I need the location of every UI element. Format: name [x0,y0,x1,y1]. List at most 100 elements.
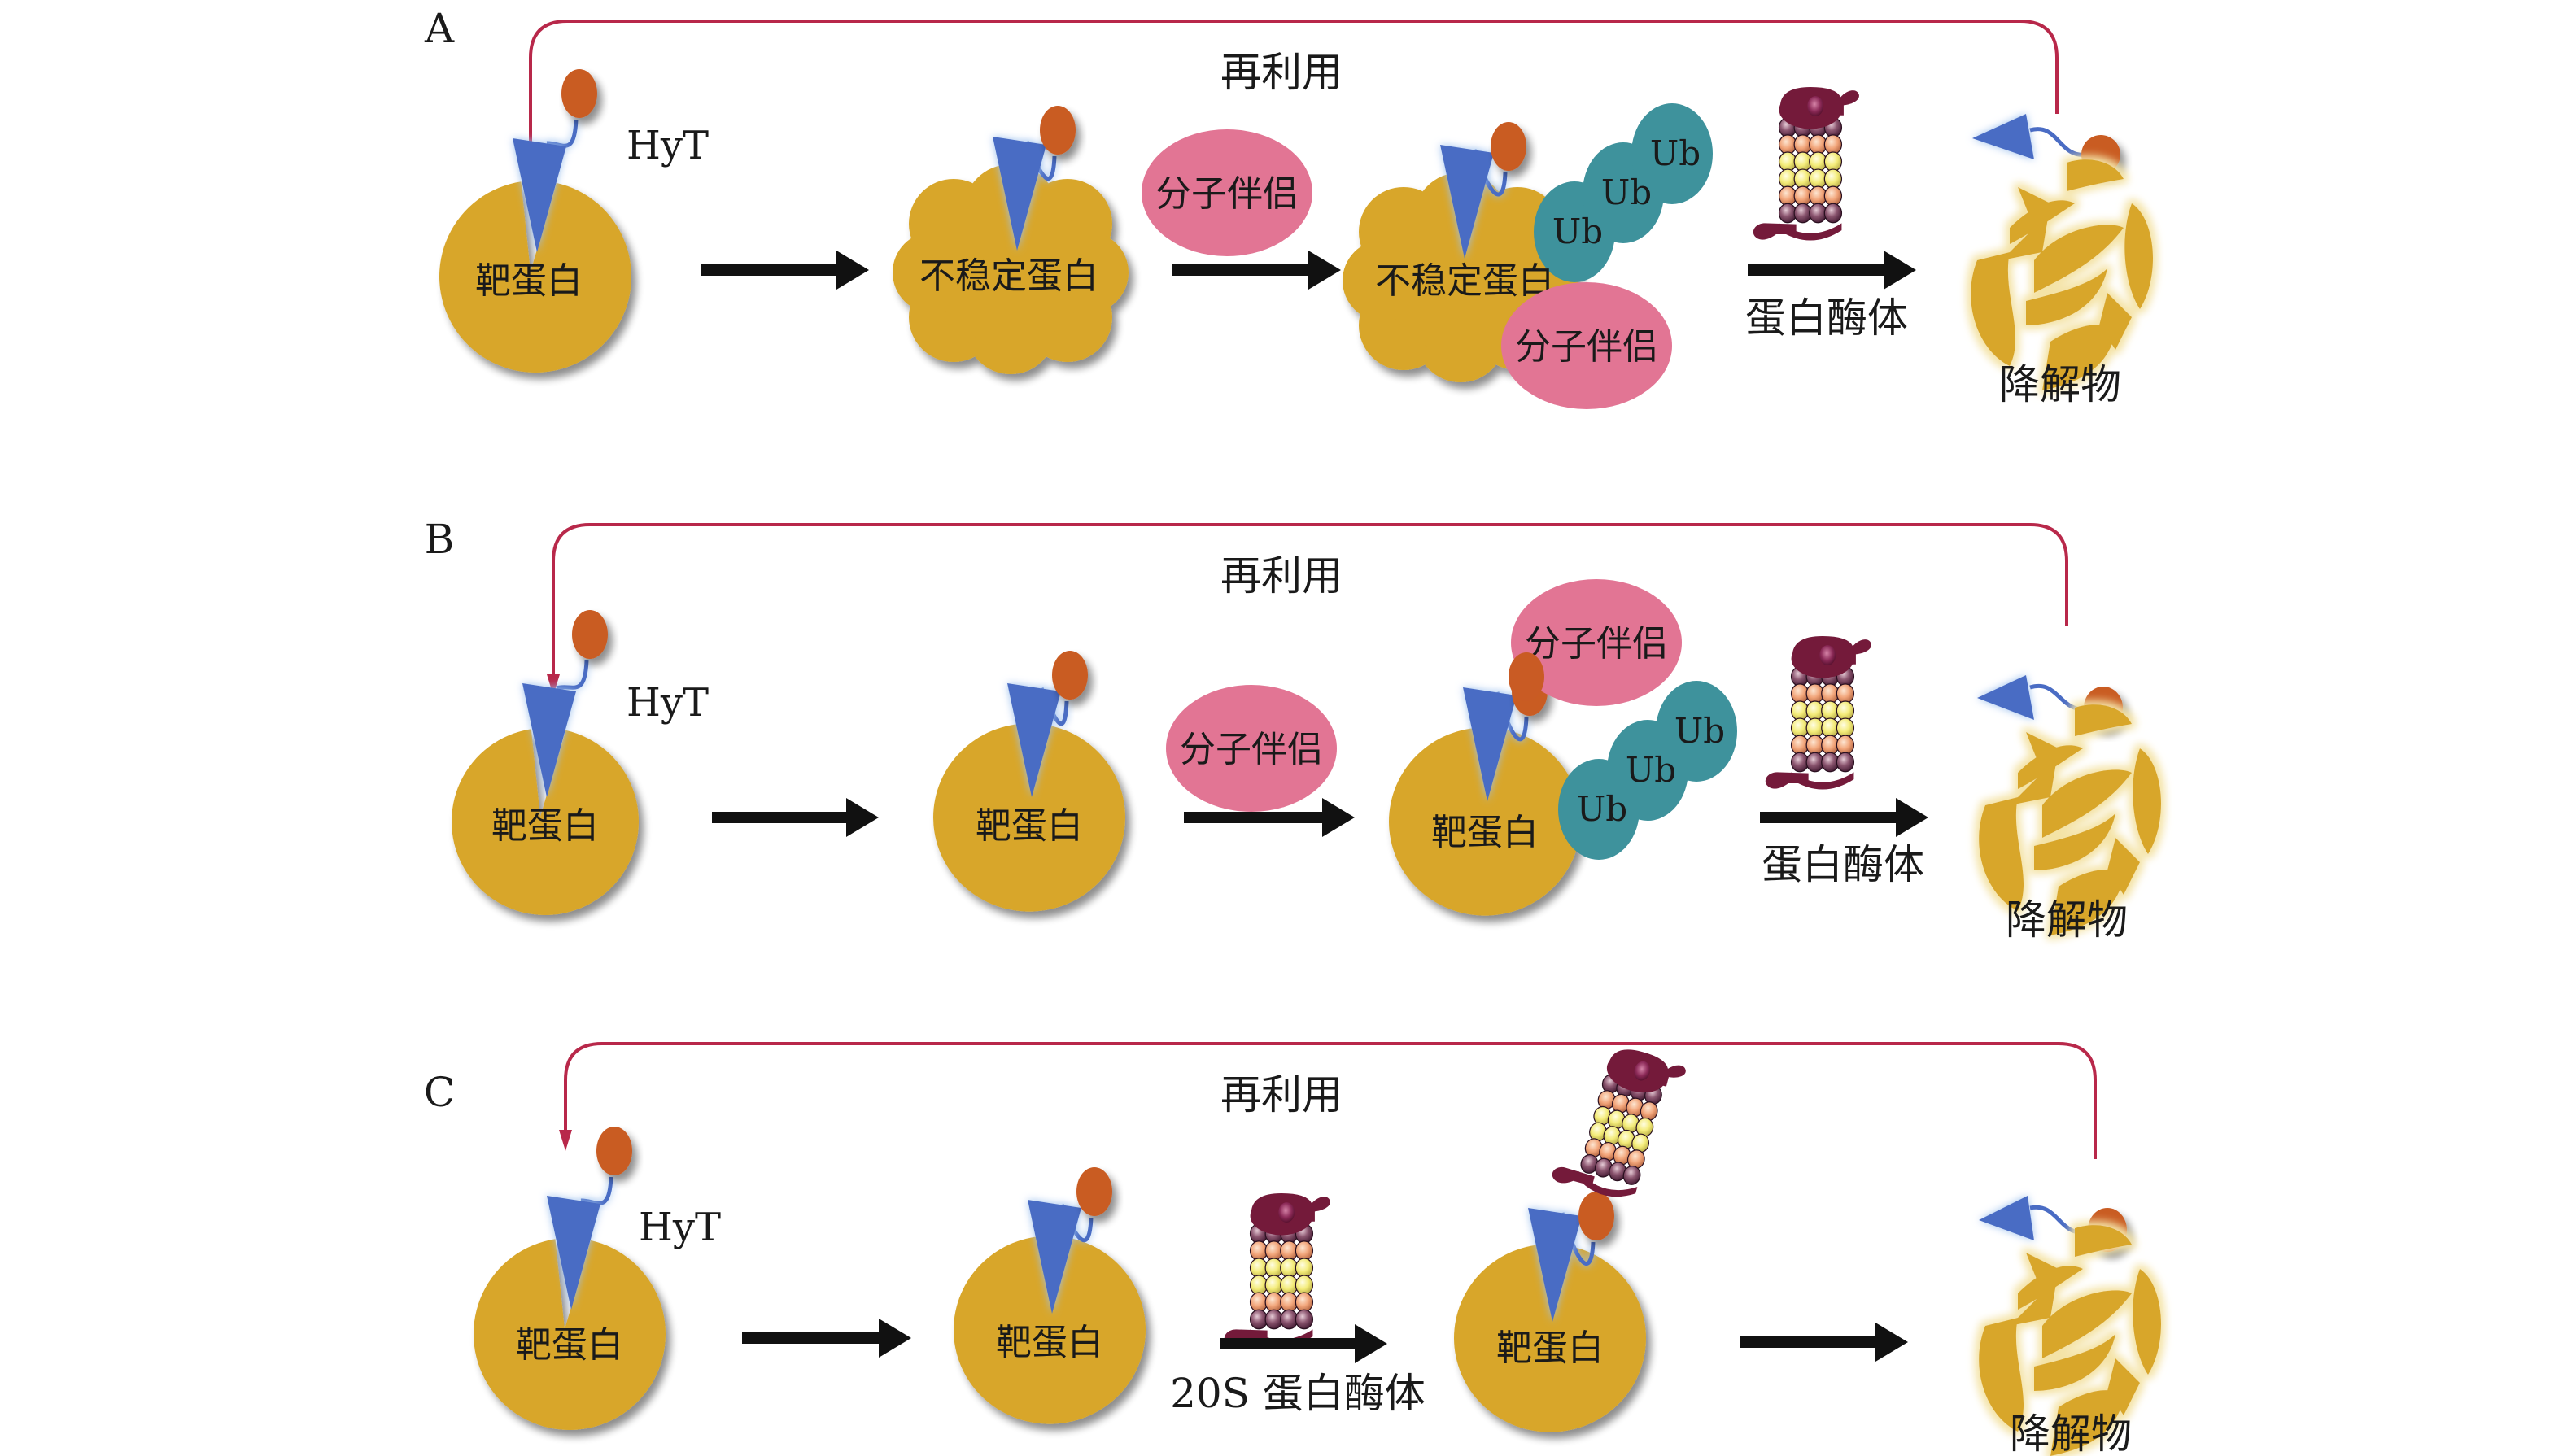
hyt-molecule-bound [1440,122,1526,259]
targeting-ligand-triangle-icon [1463,687,1517,801]
ubiquitin-label: Ub [1552,211,1603,251]
chaperone-bound-label: 分子伴侣 [1525,623,1668,665]
linker [580,1176,613,1205]
proteasome-20s-label: 20S 蛋白酶体 [1170,1370,1426,1417]
linker [556,660,589,691]
degraded-products-label: 降解物 [1999,361,2121,408]
targeting-ligand-triangle-icon [993,137,1046,251]
proteasome-label: 蛋白酶体 [1762,841,1924,888]
target-protein-label: 靶蛋白 [996,1322,1103,1363]
proteasome-20s-docked-icon [1549,1036,1688,1208]
step-arrow-3-head [1875,1323,1908,1362]
step-arrow-1-head [879,1319,911,1358]
hydrophobic-tag-ball-icon [572,610,608,659]
degraded-products-label: 降解物 [2006,896,2128,944]
target-protein-label: 靶蛋白 [516,1324,623,1366]
hyt-molecule [547,1127,632,1310]
step-arrow-1-head [846,798,879,837]
hyt-label: HyT [627,680,709,726]
chaperone-bound [1511,579,1682,706]
proteasome-icon [1765,635,1872,791]
proteasome-icon [1753,86,1860,242]
hydrophobic-tag-ball-icon [1491,122,1526,171]
degraded-products-label: 降解物 [2010,1410,2132,1456]
target-protein-icon [954,1236,1146,1424]
proteasome-label: 蛋白酶体 [1745,294,1908,342]
chaperone [1142,129,1312,256]
ubiquitin-label: Ub [1626,750,1676,790]
panel-label: C [424,1069,455,1116]
ubiquitin-label: Ub [1601,172,1652,212]
panel-a: A再利用HyT靶蛋白不稳定蛋白分子伴侣UbUbUb不稳定蛋白分子伴侣蛋白酶体降解… [424,5,2154,409]
recycle-label: 再利用 [1220,1071,1343,1118]
step-arrow-2-head [1355,1324,1387,1363]
hyt-molecule-bound [1007,651,1088,797]
target-protein-icon [1389,727,1581,916]
unstable-protein-label: 不稳定蛋白 [1375,260,1554,302]
target-protein-label: 靶蛋白 [475,260,583,302]
targeting-ligand-triangle-icon [1977,675,2034,720]
hydrophobic-tag-ball-icon [1578,1192,1614,1240]
recycle-arrowhead-icon [559,1130,572,1151]
proteasome-20s-icon [1224,1192,1331,1348]
chaperone [1166,685,1337,812]
hyt-molecule [513,69,597,252]
target-protein-label: 靶蛋白 [1496,1327,1604,1369]
targeting-ligand-triangle-icon [522,683,576,797]
recycle-label: 再利用 [1220,49,1343,96]
recycle-loop-line [529,20,2059,155]
step-arrow-3-head [1896,798,1928,837]
targeting-ligand-triangle-icon [513,138,566,252]
chaperone-label: 分子伴侣 [1180,729,1323,770]
hyt-molecule-bound [1028,1167,1112,1314]
hyt-molecule [522,610,608,797]
targeting-ligand-triangle-icon [547,1196,600,1310]
targeting-ligand-triangle-icon [1007,683,1061,797]
targeting-ligand-triangle-icon [1440,145,1494,259]
targeting-ligand-triangle-icon [1979,1196,2034,1240]
degraded-fragments-icon [1979,704,2162,935]
hydrophobic-tag-ball-icon [561,69,597,118]
target-protein-icon [933,723,1125,912]
ubiquitin-label: Ub [1577,789,1627,829]
degraded-fragments-icon [1979,1225,2162,1456]
recycle-arrowhead-icon [547,674,560,695]
hydrophobic-tag-ball-icon [1052,651,1088,700]
targeting-ligand-triangle-icon [1972,114,2034,159]
ubiquitin-icon [1656,681,1737,782]
linker [546,119,579,148]
chaperone-bound-label: 分子伴侣 [1515,326,1658,368]
target-protein-icon [1454,1244,1646,1432]
target-protein-notched-icon [474,1239,666,1430]
chaperone-bound [1501,282,1672,409]
step-arrow-2-head [1308,251,1341,290]
degraded-fragments-icon [1971,159,2154,390]
panel-label: A [424,5,455,52]
hydrophobic-tag-ball-icon [596,1127,632,1175]
recycle-loop-line [552,523,2068,679]
ubiquitin-label: Ub [1674,711,1725,751]
recycle-label: 再利用 [1220,552,1343,599]
ubiquitin-label: Ub [1650,133,1701,173]
hydrophobic-tag-ball-icon [1040,106,1076,155]
hyt-molecule-bound [993,106,1076,251]
targeting-ligand-triangle-icon [1528,1208,1582,1322]
chaperone-label: 分子伴侣 [1155,173,1299,215]
hyt-molecule-bound [1528,1192,1614,1322]
panel-label: B [425,516,455,563]
targeting-ligand-triangle-icon [1028,1200,1081,1314]
hydrophobic-tag-ball-icon [1076,1167,1112,1216]
target-protein-label: 靶蛋白 [491,805,599,847]
target-protein-notched-icon [452,729,639,915]
linker [2029,683,2088,712]
step-arrow-1-head [836,251,869,290]
hyt-label: HyT [639,1205,721,1250]
hyt-label: HyT [627,123,709,168]
step-arrow-3-head [1884,251,1916,290]
target-protein-notched-icon [439,181,631,373]
target-protein-label: 靶蛋白 [1431,812,1539,853]
